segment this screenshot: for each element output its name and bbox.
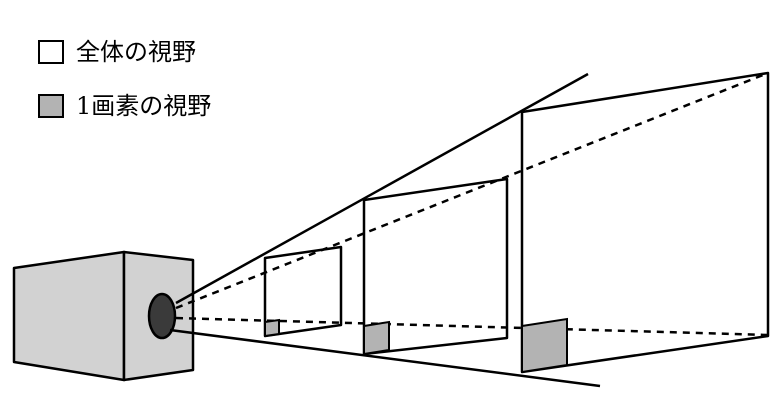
camera-front-face bbox=[12, 250, 126, 382]
fov-lower-ray bbox=[169, 328, 601, 388]
field-of-view-rays bbox=[169, 72, 601, 388]
fov-center-ray bbox=[175, 71, 769, 310]
plane-frame bbox=[263, 245, 343, 338]
plane-frame bbox=[520, 71, 770, 374]
view-plane-far bbox=[520, 71, 770, 374]
camera-lens bbox=[147, 292, 177, 340]
view-plane-middle bbox=[362, 177, 509, 356]
legend-label: 1画素の視野 bbox=[76, 92, 212, 120]
fov-upper-ray bbox=[175, 72, 589, 305]
camera bbox=[12, 250, 195, 382]
plane-frame bbox=[362, 177, 509, 356]
pixel-patch bbox=[363, 320, 390, 356]
legend-swatch-gray bbox=[38, 94, 64, 118]
pixel-patch bbox=[264, 318, 280, 338]
pixel-patch bbox=[521, 317, 568, 374]
legend-label: 全体の視野 bbox=[76, 38, 196, 66]
view-plane-near bbox=[263, 245, 343, 338]
dashed-rays bbox=[175, 71, 769, 337]
legend-item-pixel-view: 1画素の視野 bbox=[38, 94, 211, 118]
legend-swatch-white bbox=[38, 40, 64, 64]
legend-item-whole-view: 全体の視野 bbox=[38, 40, 196, 64]
